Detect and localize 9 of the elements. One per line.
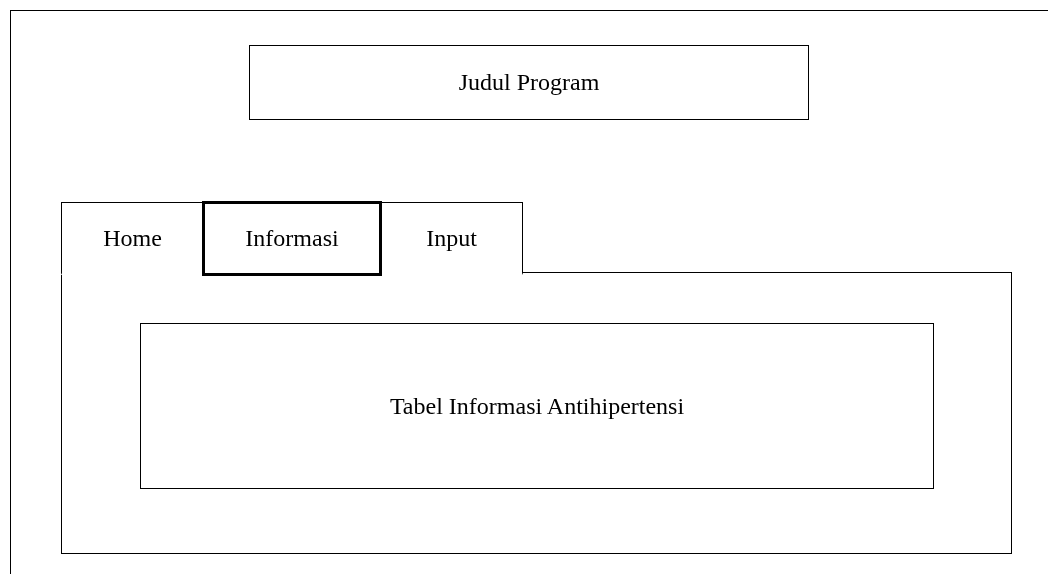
title-box (249, 45, 809, 120)
window-frame (10, 10, 1048, 574)
content-panel (61, 272, 1012, 554)
program-title: Judul Program (458, 69, 600, 96)
active-tab: Informasi (202, 201, 382, 276)
tab: Home (61, 202, 204, 275)
tab: Input (380, 202, 523, 275)
table-area (140, 323, 934, 489)
table-title: Tabel Informasi Antihipertensi (389, 392, 685, 420)
